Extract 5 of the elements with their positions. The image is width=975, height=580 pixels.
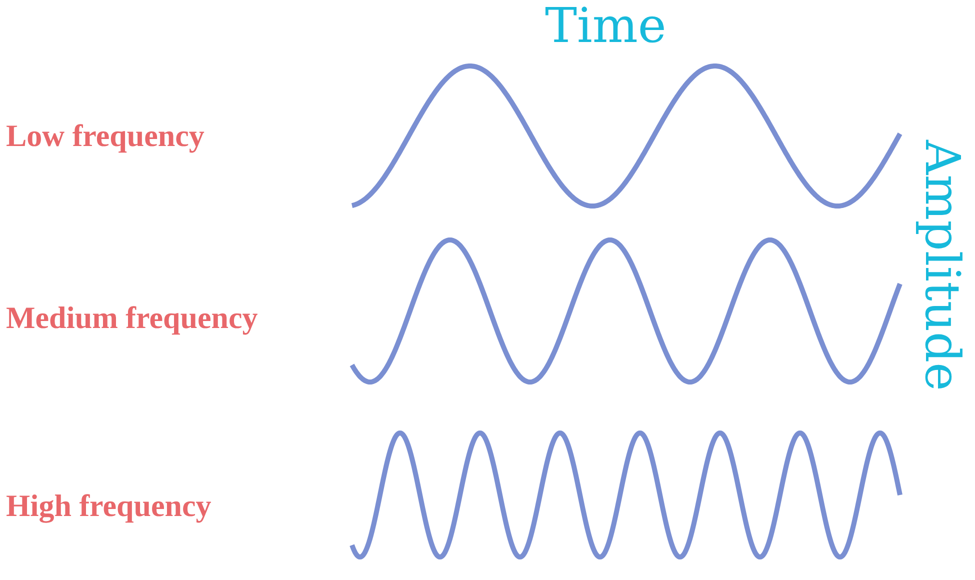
axis-label: Time	[545, 2, 666, 50]
wave-label: Low frequency	[6, 120, 204, 151]
axis-label: Amplitude	[918, 140, 966, 391]
wave-label: Medium frequency	[6, 302, 258, 333]
wave-label: High frequency	[6, 490, 212, 521]
